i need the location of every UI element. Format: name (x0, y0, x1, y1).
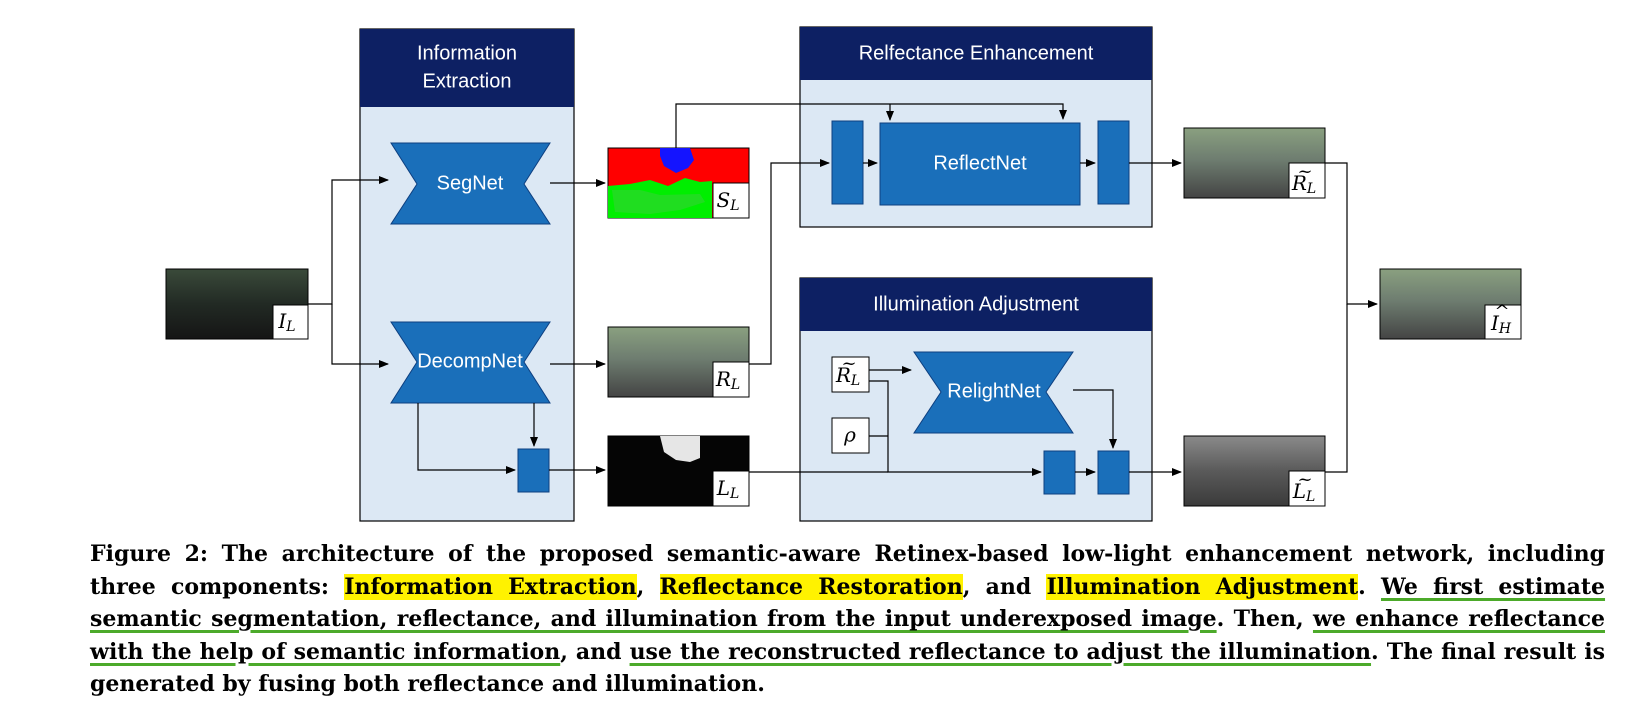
output-accent: ^ (1494, 301, 1509, 322)
caption-sep: . (1358, 573, 1381, 600)
segnet-block: SegNet (390, 142, 551, 225)
caption-sep: , (636, 573, 660, 600)
input-image-tag: IL (277, 309, 295, 336)
reflectance-tag: RL (715, 367, 740, 394)
reflectnet-label: ReflectNet (933, 152, 1027, 174)
output-tag: IH (1490, 311, 1512, 338)
relight-reflectance-accent: ~ (841, 353, 856, 374)
enhanced-reflectance-tag: RL (1291, 171, 1316, 198)
relight-fuse-block-1 (1043, 450, 1076, 495)
adjusted-illumination-accent: ~ (1297, 469, 1312, 490)
caption-sep: . Then, (1216, 606, 1313, 633)
underline-reconstruct: use the reconstructed reflectance to adj… (629, 638, 1372, 665)
highlight-reflectance-restoration: Reflectance Restoration (659, 573, 963, 600)
figure-label: Figure 2: (90, 541, 209, 567)
relightnet-label: RelightNet (947, 380, 1041, 402)
underline-estimate: We first estimate semantic segmentation,… (90, 573, 1606, 633)
rho-input: ρ (831, 417, 870, 454)
caption-sep: , and (560, 638, 630, 665)
segmentation-tag: SL (717, 188, 740, 215)
relight-reflectance-tag: RL (835, 363, 860, 390)
enhanced-reflectance-accent: ~ (1297, 161, 1312, 182)
reflectnet-output-block (1097, 120, 1130, 205)
reflectnet-input-block (831, 120, 864, 205)
caption-text-1: The architecture of the proposed semanti… (90, 541, 1605, 600)
decompnet-label: DecompNet (417, 350, 523, 372)
relight-reflectance-input: ~ RL (831, 353, 870, 393)
highlight-information-extraction: Information Extraction (344, 573, 637, 600)
panel-title-line2: Extraction (423, 70, 512, 92)
relight-fuse-block-2 (1097, 450, 1130, 495)
panel-title-line1: Information (417, 42, 517, 64)
enhanced-reflectance-image: ~ RL (1183, 127, 1326, 199)
panel-title: Relfectance Enhancement (859, 42, 1094, 64)
connectors (308, 103, 1378, 476)
panel-information-extraction: Information Extraction (359, 28, 575, 522)
architecture-diagram: Information Extraction Relfectance Enhan… (165, 26, 1522, 522)
adjusted-illumination-tag: LL (1292, 479, 1316, 506)
caption-sep: , and (962, 573, 1047, 600)
illumination-tag: LL (716, 476, 740, 503)
reflectnet-block: ReflectNet (879, 122, 1081, 206)
caption-end: . The final result is generated by fusin… (90, 638, 1605, 698)
input-image: IL (165, 268, 309, 340)
adjusted-illumination-image: ~ LL (1183, 435, 1326, 507)
decompnet-block: DecompNet (390, 321, 551, 404)
output-image: ^ IH (1379, 268, 1522, 340)
highlight-illumination-adjustment: Illumination Adjustment (1046, 573, 1359, 600)
relightnet-block: RelightNet (913, 351, 1074, 434)
segmentation-image: SL (607, 147, 750, 219)
segnet-label: SegNet (437, 172, 504, 194)
reflectance-image: RL (607, 326, 750, 398)
decomp-output-block (517, 448, 550, 493)
panel-title: Illumination Adjustment (873, 293, 1079, 315)
figure-caption: Figure 2: The architecture of the propos… (90, 538, 1605, 701)
rho-tag: ρ (843, 423, 856, 447)
illumination-image: LL (607, 435, 750, 507)
underline-enhance: we enhance reflectance with the help of … (90, 606, 1605, 665)
